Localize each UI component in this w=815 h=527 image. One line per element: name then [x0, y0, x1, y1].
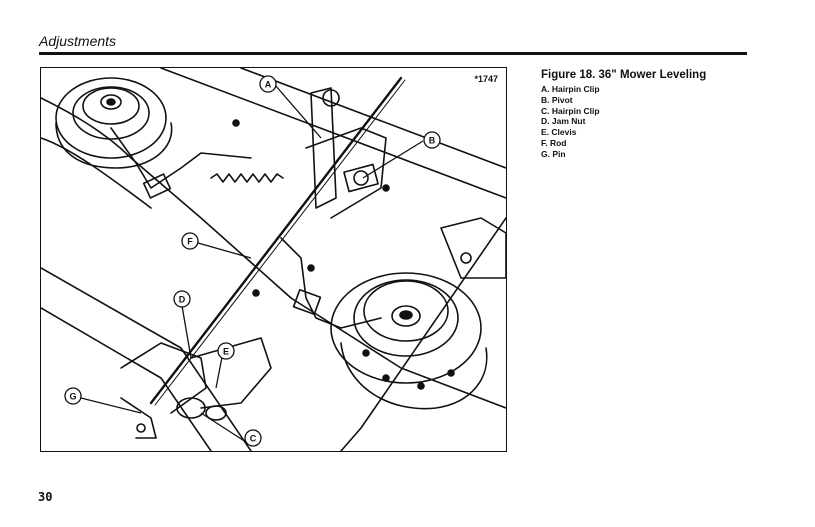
figure-id: *1747 [474, 74, 498, 84]
mower-deck-drawing: A B C D E F G [41, 68, 506, 451]
callout-f-label: F [187, 237, 193, 247]
callout-c-marker [244, 429, 262, 447]
legend-item: E. Clevis [541, 127, 577, 138]
legend-item: D. Jam Nut [541, 116, 586, 127]
parts-legend: A. Hairpin Clip B. Pivot C. Hairpin Clip… [541, 84, 761, 160]
legend-item: A. Hairpin Clip [541, 84, 600, 94]
callout-f-marker [181, 232, 199, 250]
mower-leveling-illustration: A B C D E F G *1747 [40, 67, 507, 452]
callout-a-marker [259, 75, 277, 93]
legend-item: B. Pivot [541, 94, 573, 105]
callout-g-label: G [69, 392, 76, 402]
callout-d-marker [173, 290, 191, 308]
legend-item: C. Hairpin Clip [541, 105, 600, 116]
callout-b-label: B [429, 136, 436, 146]
page-number: 30 [38, 490, 53, 504]
callout-e-marker [217, 342, 235, 360]
figure-caption: Figure 18. 36" Mower Leveling A. Hairpin… [541, 69, 761, 160]
legend-item: G. Pin [541, 148, 566, 159]
callout-d-label: D [179, 295, 186, 305]
legend-item: F. Rod [541, 137, 567, 148]
callout-a-label: A [265, 80, 272, 90]
callout-c-label: C [250, 434, 257, 444]
figure-caption-title: Figure 18. 36" Mower Leveling [541, 69, 707, 81]
callout-g-marker [64, 387, 82, 405]
section-header: Adjustments [39, 33, 117, 49]
header-rule [39, 52, 747, 55]
callout-b-marker [423, 131, 441, 149]
callout-e-label: E [223, 347, 229, 357]
